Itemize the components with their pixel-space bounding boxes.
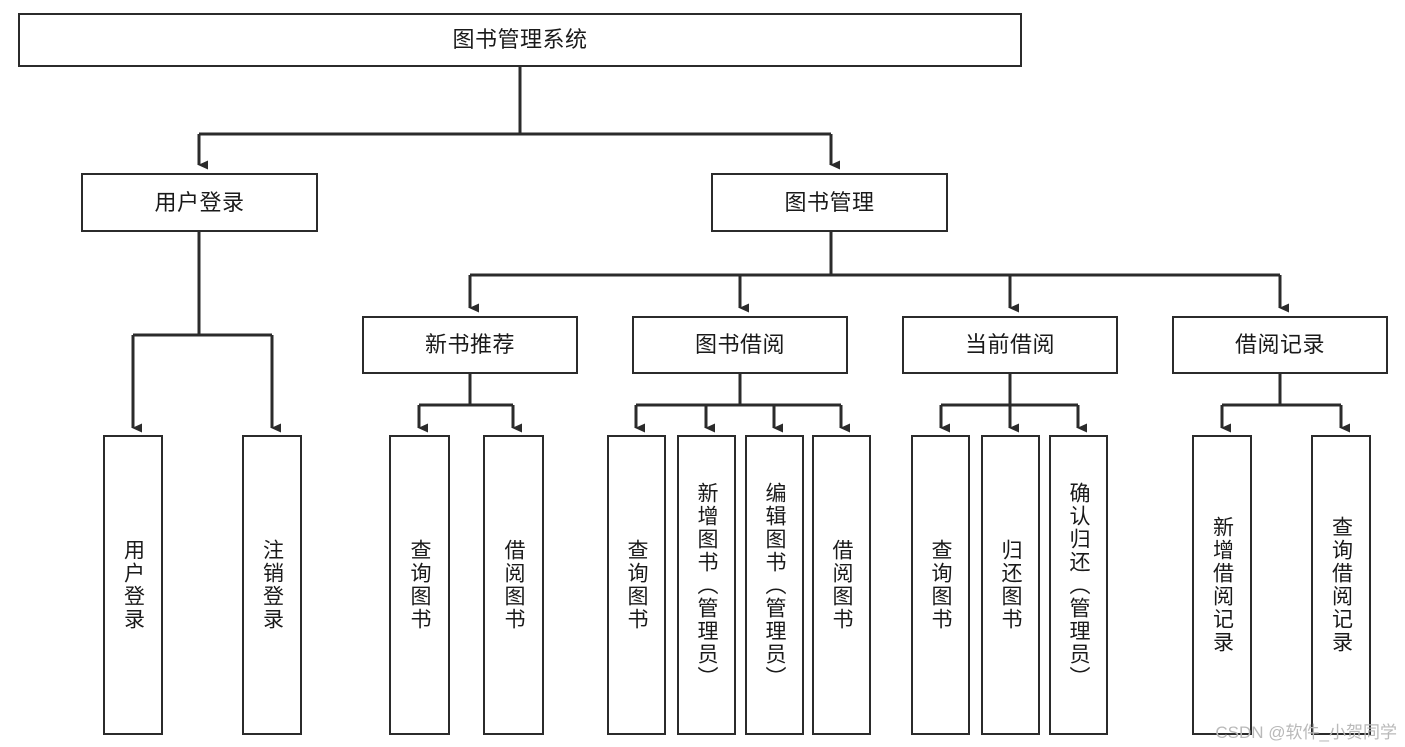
node-leaf-add-book-label: 新增图书（管理员） xyxy=(695,481,718,689)
node-leaf-logout-label: 注销登录 xyxy=(260,539,284,631)
node-user-login-label: 用户登录 xyxy=(154,189,245,215)
node-leaf-edit-book[interactable]: 编辑图书（管理员） xyxy=(745,435,804,735)
node-leaf-query-book-1[interactable]: 查询图书 xyxy=(389,435,450,735)
node-leaf-query-book-3[interactable]: 查询图书 xyxy=(911,435,970,735)
node-current-borrow-label: 当前借阅 xyxy=(964,332,1055,358)
node-leaf-query-book-3-label: 查询图书 xyxy=(929,539,952,631)
node-current-borrow[interactable]: 当前借阅 xyxy=(902,316,1118,374)
node-leaf-add-book[interactable]: 新增图书（管理员） xyxy=(677,435,736,735)
node-book-borrow[interactable]: 图书借阅 xyxy=(632,316,848,374)
node-new-book-recommend[interactable]: 新书推荐 xyxy=(362,316,578,374)
node-new-book-recommend-label: 新书推荐 xyxy=(424,332,515,358)
node-leaf-logout[interactable]: 注销登录 xyxy=(242,435,302,735)
node-user-login[interactable]: 用户登录 xyxy=(81,173,318,232)
node-leaf-confirm-return-label: 确认归还（管理员） xyxy=(1067,481,1090,689)
node-leaf-query-record[interactable]: 查询借阅记录 xyxy=(1311,435,1371,735)
node-leaf-borrow-book-1[interactable]: 借阅图书 xyxy=(483,435,544,735)
node-borrow-record[interactable]: 借阅记录 xyxy=(1172,316,1388,374)
node-leaf-user-login-label: 用户登录 xyxy=(121,539,145,631)
node-leaf-borrow-book-2[interactable]: 借阅图书 xyxy=(812,435,871,735)
csdn-watermark: CSDN @软件_小贺同学 xyxy=(1215,723,1397,742)
node-leaf-query-book-2-label: 查询图书 xyxy=(625,539,648,631)
node-leaf-user-login[interactable]: 用户登录 xyxy=(103,435,163,735)
node-leaf-edit-book-label: 编辑图书（管理员） xyxy=(763,481,786,689)
node-leaf-query-book-2[interactable]: 查询图书 xyxy=(607,435,666,735)
node-root[interactable]: 图书管理系统 xyxy=(18,13,1022,67)
node-leaf-query-book-1-label: 查询图书 xyxy=(408,539,431,631)
node-book-manage[interactable]: 图书管理 xyxy=(711,173,948,232)
node-leaf-borrow-book-2-label: 借阅图书 xyxy=(830,539,853,631)
node-book-borrow-label: 图书借阅 xyxy=(694,332,785,358)
node-root-label: 图书管理系统 xyxy=(452,27,588,53)
node-leaf-borrow-book-1-label: 借阅图书 xyxy=(502,539,525,631)
node-leaf-query-record-label: 查询借阅记录 xyxy=(1329,516,1353,654)
node-leaf-confirm-return[interactable]: 确认归还（管理员） xyxy=(1049,435,1108,735)
node-borrow-record-label: 借阅记录 xyxy=(1234,332,1325,358)
node-leaf-add-record[interactable]: 新增借阅记录 xyxy=(1192,435,1252,735)
node-leaf-add-record-label: 新增借阅记录 xyxy=(1210,516,1234,654)
node-leaf-return-book-label: 归还图书 xyxy=(999,539,1022,631)
node-leaf-return-book[interactable]: 归还图书 xyxy=(981,435,1040,735)
node-book-manage-label: 图书管理 xyxy=(784,189,875,215)
